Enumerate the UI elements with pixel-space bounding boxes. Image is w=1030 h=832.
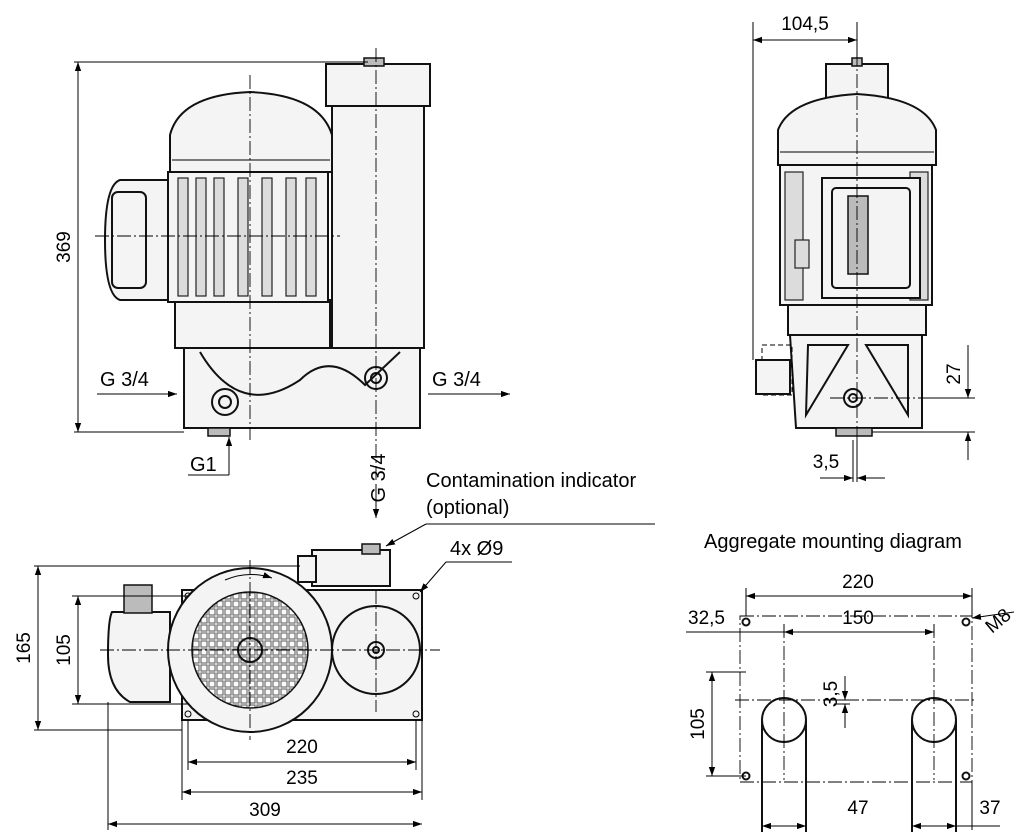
dim-309-top-text: 309 xyxy=(249,800,281,821)
contamination-label: Contamination indicator xyxy=(426,470,636,492)
motor-fins xyxy=(177,177,317,297)
aggregate-title: Aggregate mounting diagram xyxy=(704,531,962,553)
dim-3-5-side: 3,5 xyxy=(813,440,885,482)
mounting-diagram xyxy=(735,615,975,832)
side-view xyxy=(755,52,937,480)
dim-235-top-text: 235 xyxy=(286,768,318,789)
dim-3-5-side-text: 3,5 xyxy=(813,452,839,473)
dim-104-5: 104,5 xyxy=(752,14,858,360)
port-outlet-right: G 3/4 xyxy=(428,369,510,398)
port-vertical: G 3/4 xyxy=(368,454,390,518)
dim-105-mount-text: 105 xyxy=(688,708,709,740)
dim-3-5-mount: 3,5 xyxy=(821,676,850,728)
dim-150-mount: 150 32,5 xyxy=(686,608,935,636)
top-view xyxy=(100,543,440,740)
front-view xyxy=(95,48,431,480)
dim-104-5-text: 104,5 xyxy=(781,14,829,35)
port-g1: G1 xyxy=(190,454,217,476)
dim-32-5-text: 32,5 xyxy=(688,608,725,629)
dim-220-top: 220 xyxy=(187,720,417,770)
m8-callout: M8 xyxy=(971,605,1016,638)
dim-220-mount-text: 220 xyxy=(842,572,874,593)
port-g34-vertical: G 3/4 xyxy=(368,454,390,503)
dim-309-top: 309 xyxy=(107,702,422,830)
dim-165-text: 165 xyxy=(14,632,35,664)
port-g34-right: G 3/4 xyxy=(432,369,481,391)
contamination-indicator-callout: Contamination indicator (optional) xyxy=(385,470,655,547)
dim-105-top-text: 105 xyxy=(54,634,75,666)
dim-3-5-mount-text: 3,5 xyxy=(821,681,842,707)
port-bottom-g1: G1 xyxy=(188,437,233,476)
dim-165: 165 xyxy=(14,565,300,731)
dim-47-37-mount: 47 37 xyxy=(762,782,1001,830)
dim-220-top-text: 220 xyxy=(286,737,318,758)
dim-150-text: 150 xyxy=(842,608,874,629)
dim-27-text: 27 xyxy=(944,363,965,384)
dim-27: 27 xyxy=(872,345,975,460)
dim-37-text: 37 xyxy=(979,798,1000,819)
dim-overall-height: 369 xyxy=(54,61,368,433)
dim-369: 369 xyxy=(54,231,75,263)
dim-235-top: 235 xyxy=(181,720,423,800)
dim-47-text: 47 xyxy=(847,798,868,819)
dim-105-mount: 105 xyxy=(688,671,746,777)
holes-label: 4x Ø9 xyxy=(450,538,503,560)
label-holes: 4x Ø9 xyxy=(419,538,512,593)
contamination-optional: (optional) xyxy=(426,497,509,519)
port-g34-left: G 3/4 xyxy=(100,369,149,391)
dim-220-mount: 220 xyxy=(745,572,973,616)
m8-label: M8 xyxy=(982,605,1016,638)
port-inlet-left: G 3/4 xyxy=(97,369,177,398)
dim-105-top: 105 xyxy=(54,595,188,705)
